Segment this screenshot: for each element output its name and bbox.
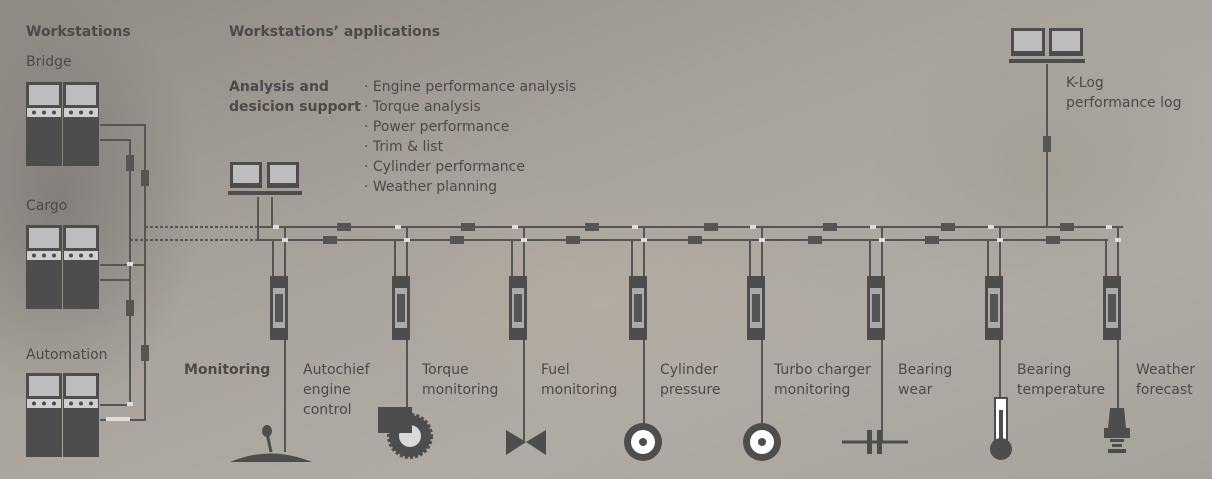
monitoring-module: [629, 225, 647, 442]
thermometer-icon: [990, 397, 1012, 460]
monitoring-label: Cylinder pressure: [660, 362, 721, 398]
monitoring-module: [392, 225, 410, 436]
workstation-console: [26, 82, 99, 166]
klog-workstation: [1009, 28, 1085, 63]
monitoring-label: Torque monitoring: [422, 362, 499, 398]
workstation-consoles: [26, 82, 99, 457]
analysis-item: · Power performance: [364, 119, 510, 135]
turbo-sensor-icon: [743, 423, 781, 461]
valve-icon: [506, 430, 546, 455]
analysis-item: · Weather planning: [364, 179, 498, 195]
monitoring-label: Fuel monitoring: [541, 362, 618, 398]
station-label-bridge: Bridge: [26, 54, 72, 70]
analysis-list: · Engine performance analysis · Torque an…: [364, 77, 576, 197]
workstation-wiring: [100, 124, 146, 421]
station-label-automation: Automation: [26, 347, 108, 363]
analysis-item: · Torque analysis: [364, 99, 481, 115]
workstations-heading: Workstations: [26, 24, 131, 40]
monitoring-module: [1103, 225, 1121, 408]
wiring-connectors: [126, 155, 149, 361]
monitoring-module: [747, 225, 765, 442]
monitoring-modules: [270, 225, 1121, 452]
monitoring-label: Bearing wear: [898, 362, 953, 398]
workstation-console: [26, 225, 99, 309]
monitoring-label: Autochief engine control: [303, 362, 370, 418]
workstation-console: [26, 373, 99, 457]
monitoring-label: Bearing temperature: [1017, 362, 1105, 398]
pressure-sensor-icon: [624, 423, 662, 461]
joystick-icon: [230, 425, 312, 462]
analysis-item: · Engine performance analysis: [364, 79, 577, 95]
wiring-junctions: [106, 262, 133, 421]
monitoring-module: [867, 225, 885, 442]
torque-sensor-icon: [378, 407, 433, 459]
monitoring-label: Turbo charger monitoring: [774, 362, 871, 398]
analysis-item: · Cylinder performance: [364, 159, 525, 175]
bearing-wear-sensor-icon: [842, 430, 908, 454]
monitoring-module: [985, 225, 1003, 449]
analysis-item: · Trim & list: [364, 139, 444, 155]
analysis-title: Analysis and desicion support: [229, 79, 361, 115]
klog-label: K-Log performance log: [1066, 75, 1182, 111]
monitoring-module: [509, 225, 527, 442]
applications-heading: Workstations’ applications: [229, 24, 441, 40]
dotted-links: [130, 226, 258, 241]
station-label-cargo: Cargo: [26, 198, 68, 214]
backbone-connectors: [323, 136, 1074, 244]
monitoring-module: [270, 225, 288, 452]
monitoring-title: Monitoring: [184, 362, 271, 378]
monitoring-label: Weather forecast: [1136, 362, 1195, 398]
analysis-workstation: [228, 162, 302, 195]
weather-antenna-icon: [1104, 408, 1130, 453]
